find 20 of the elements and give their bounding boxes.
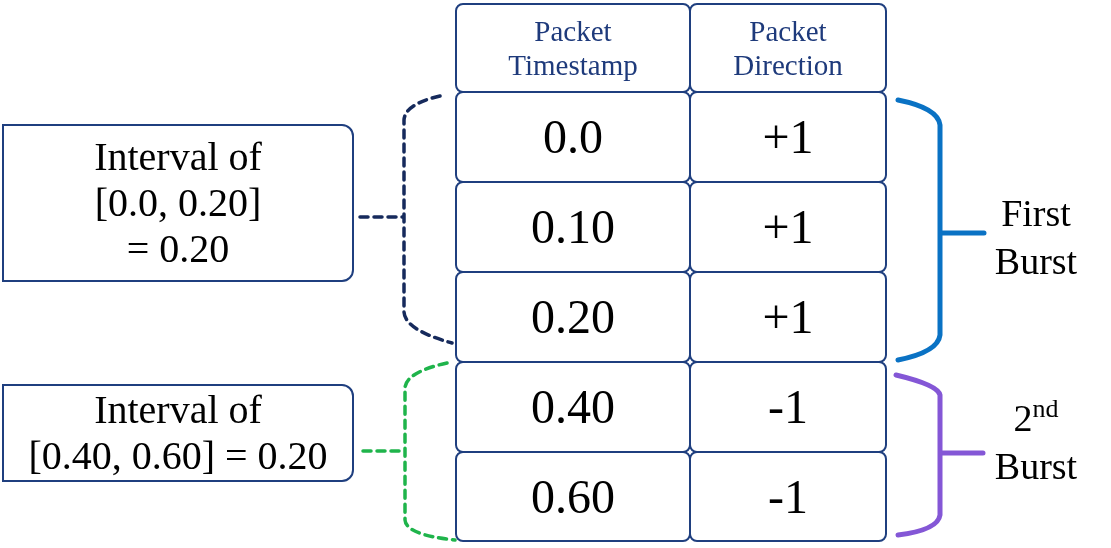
table-cell: +1: [689, 271, 887, 363]
table-cell: +1: [689, 181, 887, 273]
interval-formula: [0.0, 0.20] = 0.20: [93, 180, 263, 272]
table-cell: 0.60: [455, 451, 691, 542]
table-cell: +1: [689, 91, 887, 183]
interval-box: [2, 384, 354, 482]
table-cell: 0.0: [455, 91, 691, 183]
box-heading: Interval of: [94, 134, 262, 180]
interval-formula: [0.40, 0.60] = 0.20: [28, 433, 328, 479]
interval-box: [2, 124, 354, 282]
table-cell: -1: [689, 451, 887, 542]
table-cell: 0.10: [455, 181, 691, 273]
table-cell: -1: [689, 361, 887, 453]
table-cell: 0.40: [455, 361, 691, 453]
bracket-label: 2$^{nd}$ Burst: [993, 394, 1079, 489]
bracket-label: First Burst: [993, 191, 1079, 284]
column-header: Packet Direction: [689, 3, 887, 93]
table-cell: 0.20: [455, 271, 691, 363]
column-header: Packet Timestamp: [455, 3, 691, 93]
box-heading: Interval of: [94, 387, 262, 433]
